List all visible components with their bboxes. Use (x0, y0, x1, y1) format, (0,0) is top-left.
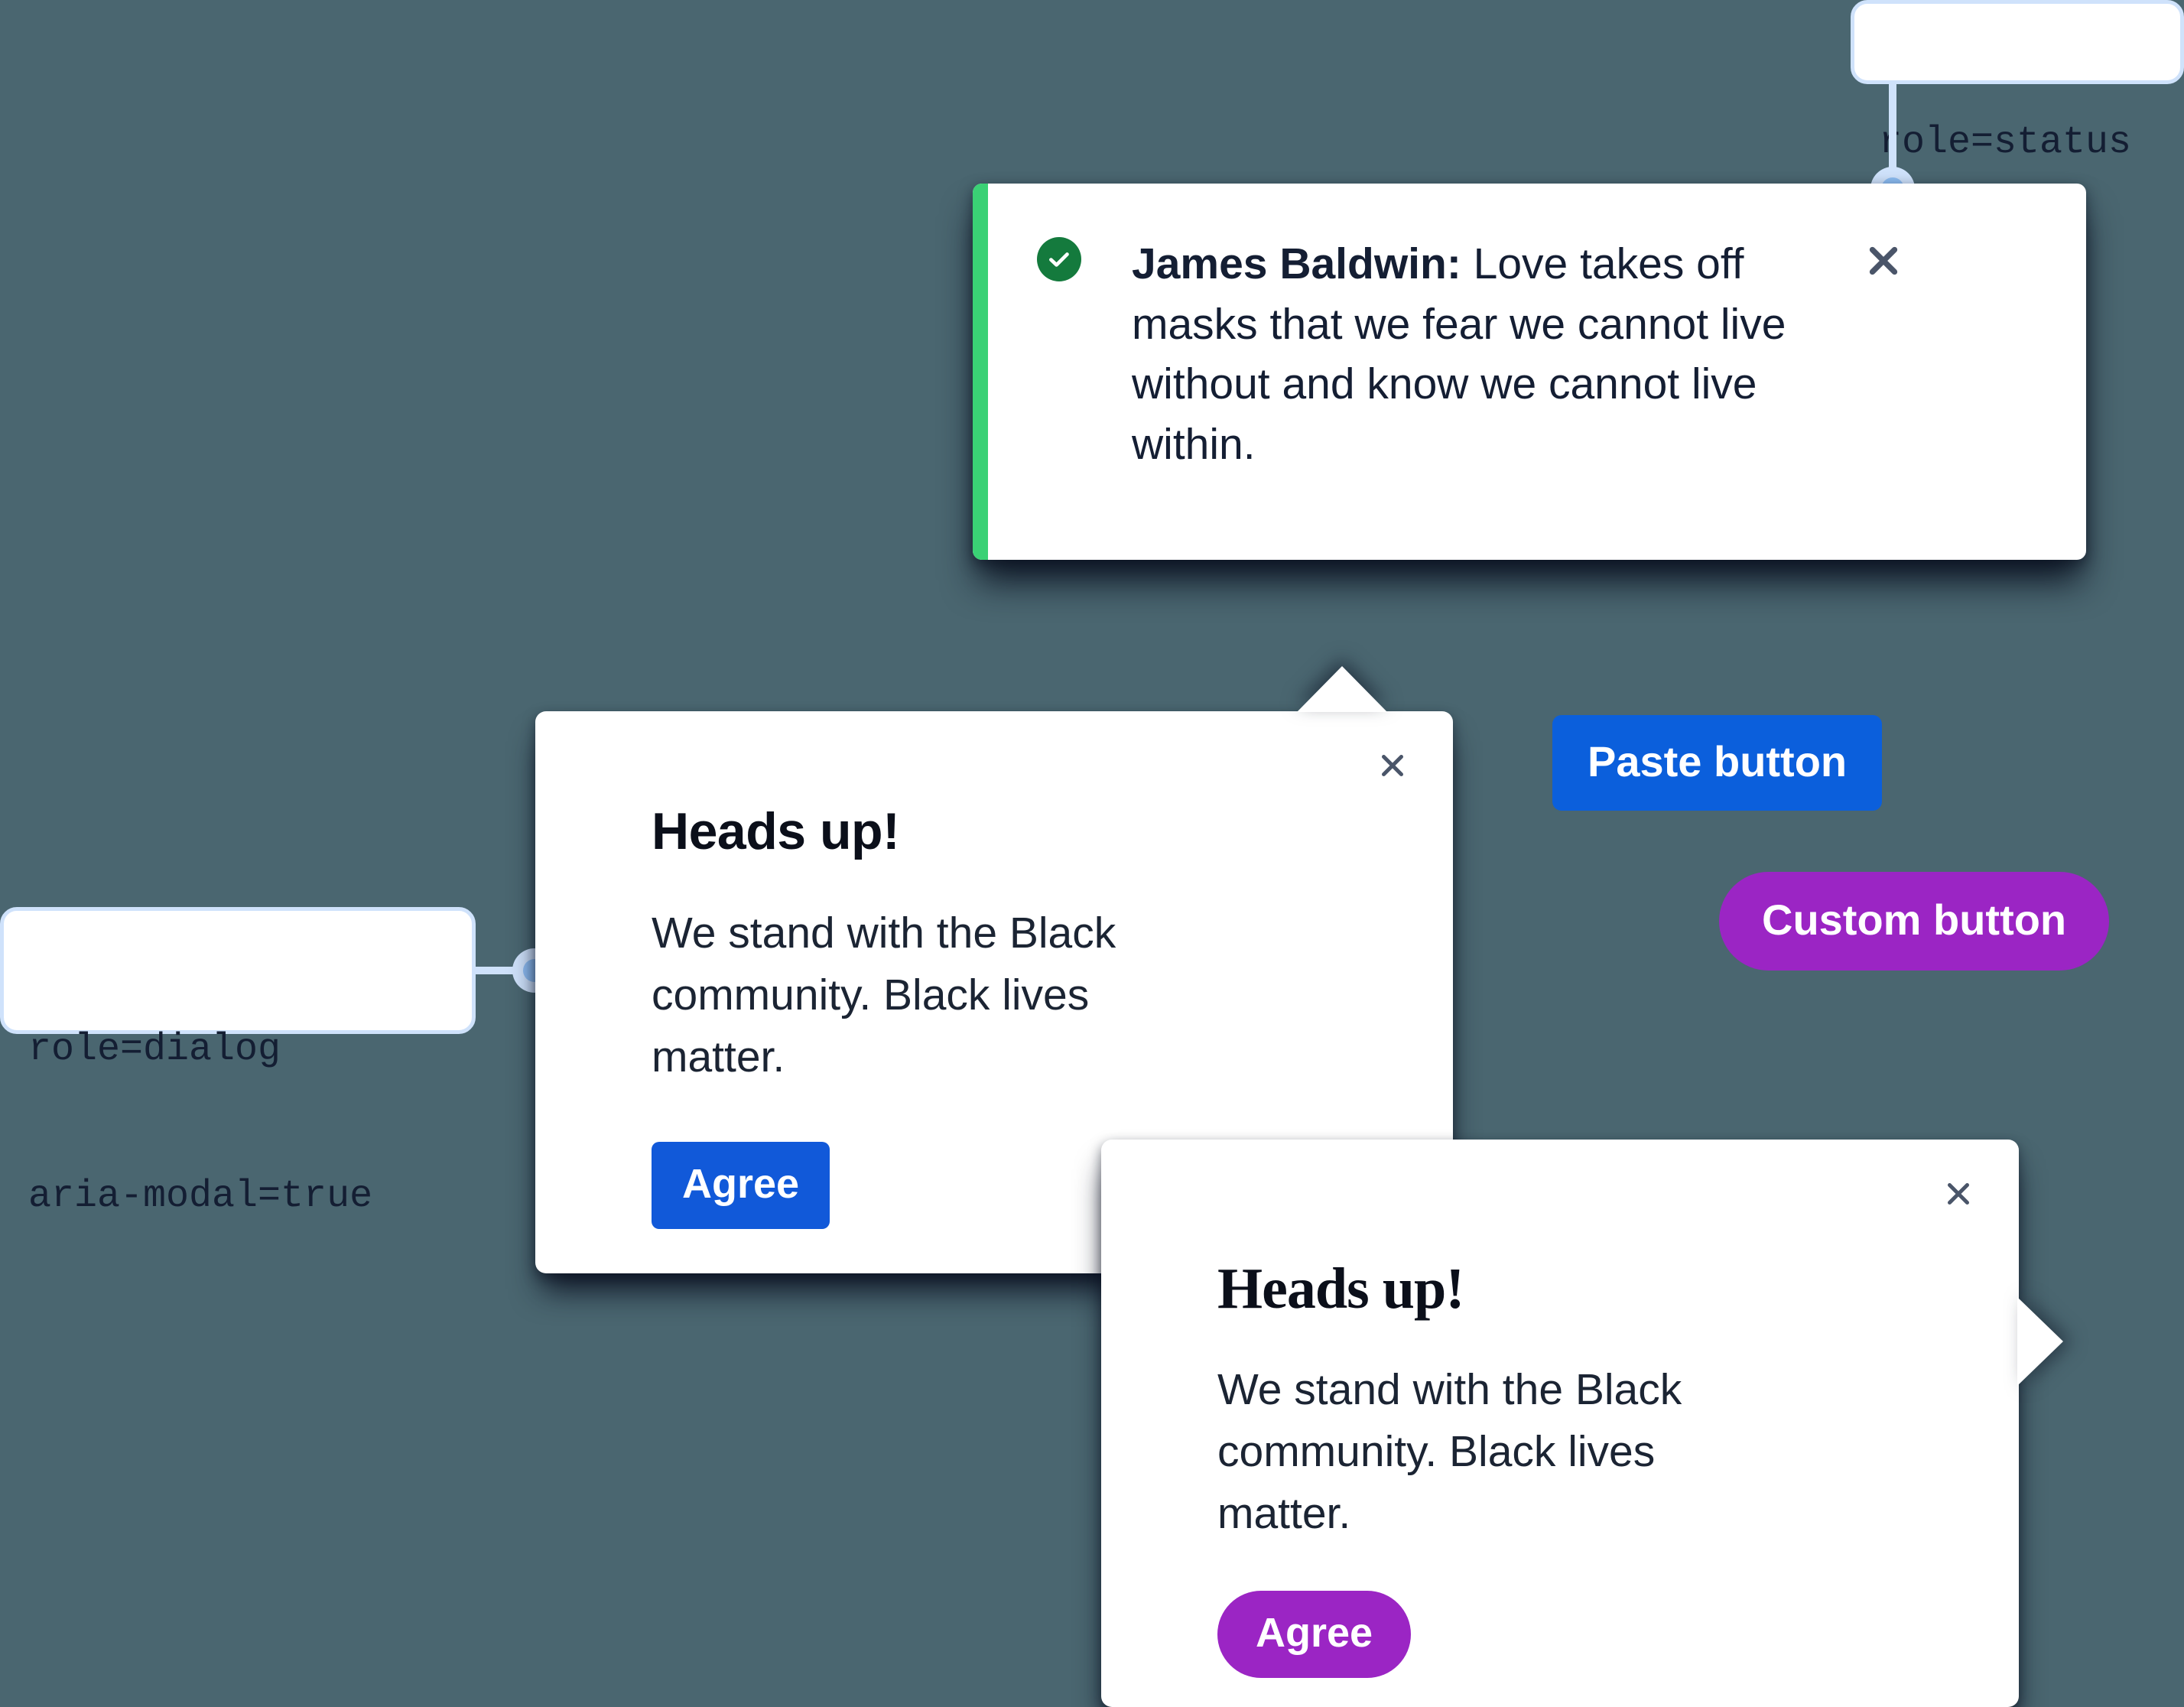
close-icon[interactable] (1375, 748, 1410, 783)
annotation-line: role=dialog (28, 1028, 281, 1071)
dialog-body: We stand with the Black community. Black… (1217, 1365, 1682, 1538)
toast-quote: Love takes off masks that we fear we can… (1132, 239, 1786, 469)
dialog-custom: Heads up! We stand with the Black commun… (1101, 1140, 2063, 1707)
status-toast: James Baldwin: Love takes off masks that… (973, 184, 2086, 560)
custom-button[interactable]: Custom button (1719, 872, 2110, 971)
toast-message: James Baldwin: Love takes off masks that… (1132, 234, 1843, 475)
annotation-role-dialog: role=dialog aria-modal=true (0, 907, 476, 1218)
toast-body: James Baldwin: Love takes off masks that… (988, 184, 2086, 560)
agree-button[interactable]: Agree (652, 1141, 830, 1229)
check-circle-icon (1037, 237, 1081, 281)
dialog-pointer-right (2017, 1297, 2063, 1386)
annotation-connector-status (1889, 83, 1896, 188)
dialog-body: We stand with the Black community. Black… (652, 909, 1116, 1081)
annotation-line: role=status (1879, 121, 2132, 164)
annotation-line: aria-modal=true (28, 1175, 373, 1218)
dialog-title: Heads up! (652, 802, 900, 860)
paste-button[interactable]: Paste button (1552, 715, 1883, 811)
dialog-title: Heads up! (1217, 1257, 1465, 1321)
close-icon[interactable] (1861, 239, 1906, 283)
close-icon[interactable] (1941, 1176, 1976, 1211)
toast-accent-bar (973, 184, 988, 560)
dialog-pointer-top (1297, 666, 1387, 712)
agree-button[interactable]: Agree (1217, 1590, 1412, 1678)
toast-author: James Baldwin: (1132, 239, 1461, 288)
toast-surface: James Baldwin: Love takes off masks that… (973, 184, 2086, 560)
annotation-connector-dialog (473, 967, 534, 974)
annotation-role-status: role=status (1851, 0, 2184, 164)
